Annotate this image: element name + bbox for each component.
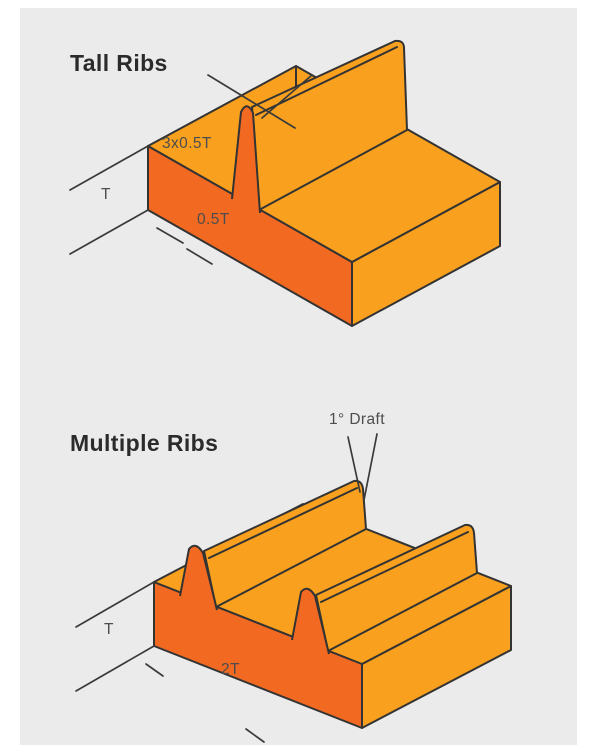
- rib1-side-face: [203, 479, 367, 608]
- wall-thickness-label: T: [101, 186, 111, 203]
- rib2-fillet-edge: [320, 531, 469, 603]
- rib2-side-face: [315, 523, 478, 652]
- rib-height-dim-line-b: [261, 74, 313, 119]
- thickness-ext-line-top: [75, 581, 155, 628]
- rib-spacing-tick-2: [245, 728, 265, 743]
- multiple-ribs-figure: [75, 433, 512, 743]
- draft-leader-line-1: [347, 436, 361, 493]
- rib1-end-face: [179, 544, 218, 611]
- tall-ribs-title: Tall Ribs: [70, 50, 168, 76]
- thickness-ext-line-bottom: [75, 645, 155, 692]
- rib2-end-face: [291, 587, 330, 655]
- rib-width-label: 0.5T: [197, 211, 230, 228]
- rib-spacing-label: 2T: [221, 661, 240, 678]
- rib-height-dim-line-a: [207, 74, 296, 129]
- rib-width-tick-1: [156, 227, 184, 244]
- tall-rib-end-face: [231, 105, 261, 214]
- rib1-fillet-edge: [208, 487, 358, 559]
- wall-thickness-label: T: [104, 621, 114, 638]
- rib-height-label: 3x0.5T: [162, 135, 212, 152]
- tall-ribs-figure: [69, 39, 501, 327]
- thickness-ext-line-bottom: [69, 209, 149, 255]
- draft-leader-line-2: [363, 433, 378, 501]
- draft-angle-label: 1° Draft: [329, 411, 385, 428]
- thickness-ext-line-top: [69, 145, 149, 191]
- tall-rib-side-face: [251, 39, 408, 211]
- rib-spacing-tick-1: [145, 663, 164, 677]
- rib-width-tick-2: [186, 248, 213, 265]
- multiple-ribs-title: Multiple Ribs: [70, 430, 219, 456]
